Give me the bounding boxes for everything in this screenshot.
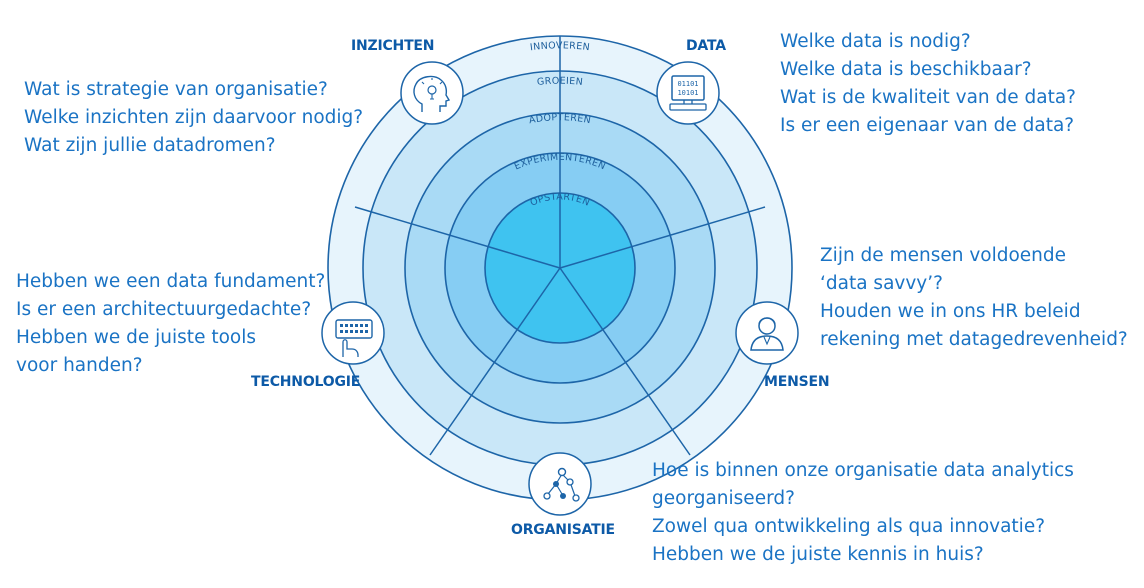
ring-label-innoveren: INNOVEREN (529, 40, 590, 53)
question-line: Wat is de kwaliteit van de data? (780, 87, 1076, 108)
head-idea-icon (400, 61, 464, 125)
segment-label-technologie: TECHNOLOGIE (251, 374, 361, 390)
question-line: Hebben we een data fundament? (16, 271, 326, 292)
question-line: Welke data is nodig? (780, 31, 971, 52)
question-line: Zijn de mensen voldoende (820, 245, 1067, 266)
question-line: Hebben we de juiste kennis in huis? (652, 544, 984, 565)
question-line: voor handen? (16, 355, 143, 376)
questions-data: Welke data is nodig? Welke data is besch… (780, 28, 1076, 140)
question-line: georganiseerd? (652, 488, 795, 509)
question-line: Houden we in ons HR beleid (820, 301, 1081, 322)
questions-organisatie: Hoe is binnen onze organisatie data anal… (652, 457, 1074, 569)
segment-label-inzichten: INZICHTEN (351, 38, 435, 54)
svg-text:01101: 01101 (677, 80, 698, 88)
question-line: Is er een architectuurgedachte? (16, 299, 312, 320)
questions-mensen: Zijn de mensen voldoende ‘data savvy’? H… (820, 242, 1128, 354)
network-icon (528, 452, 592, 516)
question-line: Welke data is beschikbaar? (780, 59, 1032, 80)
question-line: ‘data savvy’? (820, 273, 943, 294)
ring-label-adopteren: ADOPTEREN (528, 112, 592, 126)
questions-inzichten: Wat is strategie van organisatie? Welke … (24, 76, 363, 160)
question-line: Welke inzichten zijn daarvoor nodig? (24, 107, 364, 128)
question-line: Zowel qua ontwikkeling als qua innovatie… (652, 516, 1046, 537)
binary-monitor-icon: 01101 10101 (656, 61, 720, 125)
segment-label-mensen: MENSEN (764, 374, 830, 390)
keyboard-hand-icon (321, 301, 385, 365)
segment-label-organisatie: ORGANISATIE (511, 522, 615, 538)
ring-label-groeien: GROEIEN (536, 76, 583, 88)
person-icon (735, 301, 799, 365)
segment-dividers (354, 36, 766, 456)
svg-text:10101: 10101 (677, 89, 698, 97)
segment-label-data: DATA (686, 38, 726, 54)
question-line: Hoe is binnen onze organisatie data anal… (652, 460, 1074, 481)
questions-technologie: Hebben we een data fundament? Is er een … (16, 268, 325, 380)
ring-label-opstarten: OPSTARTEN (529, 191, 592, 208)
question-line: Wat is strategie van organisatie? (24, 79, 328, 100)
question-line: Hebben we de juiste tools (16, 327, 256, 348)
question-line: Is er een eigenaar van de data? (780, 115, 1075, 136)
question-line: rekening met datagedrevenheid? (820, 329, 1128, 350)
question-line: Wat zijn jullie datadromen? (24, 135, 276, 156)
